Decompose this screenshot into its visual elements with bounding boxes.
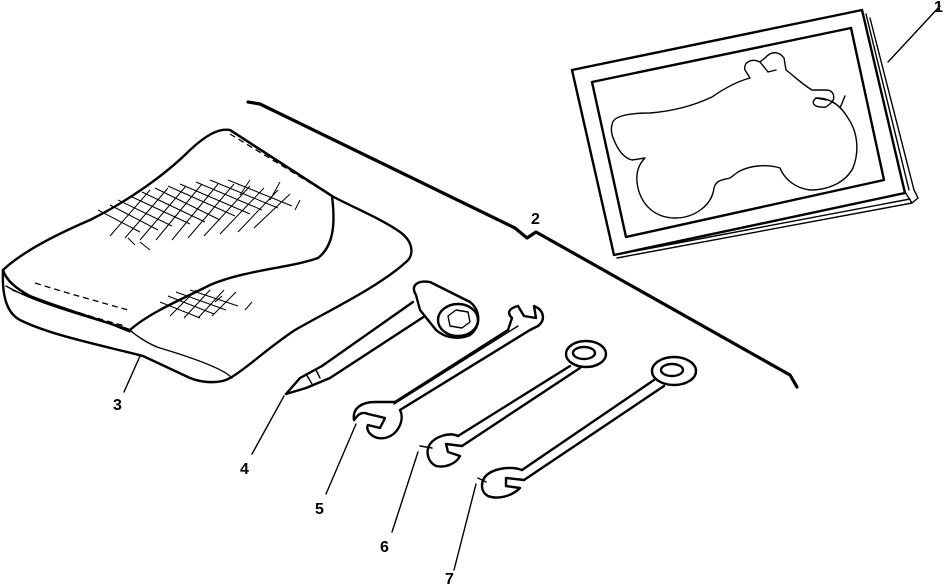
socket-wrench-icon bbox=[251, 280, 480, 455]
combination-wrench-icon bbox=[325, 304, 545, 495]
callout-3: 3 bbox=[113, 397, 122, 414]
callout-3-leader bbox=[123, 355, 141, 393]
callout-1: 1 bbox=[934, 0, 943, 16]
callout-7: 7 bbox=[445, 571, 454, 584]
callout-4: 4 bbox=[240, 461, 249, 478]
tool-bag-icon bbox=[1, 128, 413, 384]
callout-6: 6 bbox=[380, 539, 389, 556]
kit-bracket-line bbox=[246, 100, 799, 389]
callout-2: 2 bbox=[531, 211, 540, 228]
owners-manual-icon bbox=[570, 5, 941, 259]
combination-wrench-icon bbox=[391, 339, 608, 533]
callout-5: 5 bbox=[315, 501, 324, 518]
combination-wrench-icon bbox=[453, 355, 698, 571]
